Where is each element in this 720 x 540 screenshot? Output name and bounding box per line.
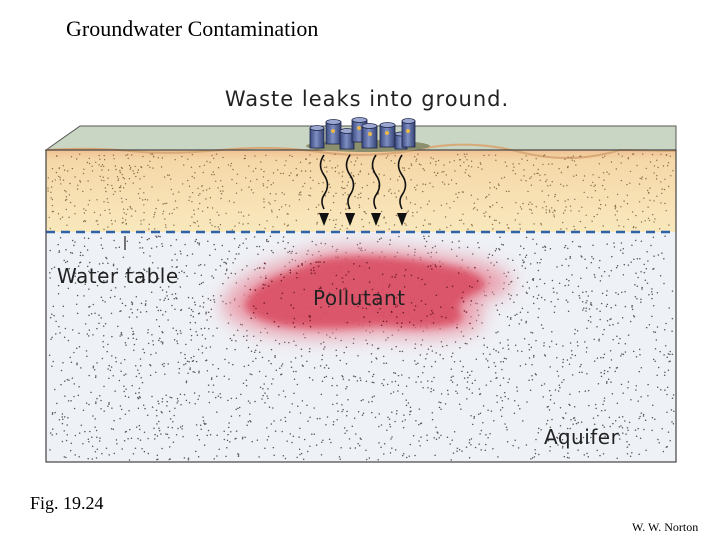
barrel-icon [361,123,378,149]
hazard-dot [368,132,372,136]
vadose-sediment-texture [47,153,674,231]
hazard-dot [385,131,389,135]
waste-barrels [309,117,416,150]
arrowhead [345,213,355,226]
aquifer-label: Aquifer [544,425,620,449]
leak-arrow [397,154,407,210]
arrowhead [319,213,329,226]
pollutant-texture [249,261,479,329]
pollutant-plume [221,246,512,339]
pollutant-label: Pollutant [313,286,406,310]
leak-arrows [319,154,407,210]
leak-arrow [319,154,329,210]
hazard-dot [357,126,361,130]
credit: W. W. Norton [632,520,699,534]
water-table-label: Water table [57,264,179,288]
barrel-icon [309,125,325,149]
figure-label: Fig. 19.24 [30,493,104,513]
hazard-dot [331,129,335,133]
barrel-hazard-labels [331,126,410,136]
leak-arrow [345,154,355,210]
topsoil-edge [45,143,677,160]
hazard-dot [406,129,410,133]
leak-arrow [371,154,381,210]
slide-title: Groundwater Contamination [66,16,319,41]
barrel-icon [325,119,342,145]
barrel-icon [379,122,396,148]
barrel-icon [339,128,355,150]
barrel-icon [401,118,416,148]
arrowhead [371,213,381,226]
leak-arrowheads [319,213,407,226]
arrowhead [397,213,407,226]
caption-waste-leaks: Waste leaks into ground. [225,87,509,111]
vadose-zone [46,150,676,232]
